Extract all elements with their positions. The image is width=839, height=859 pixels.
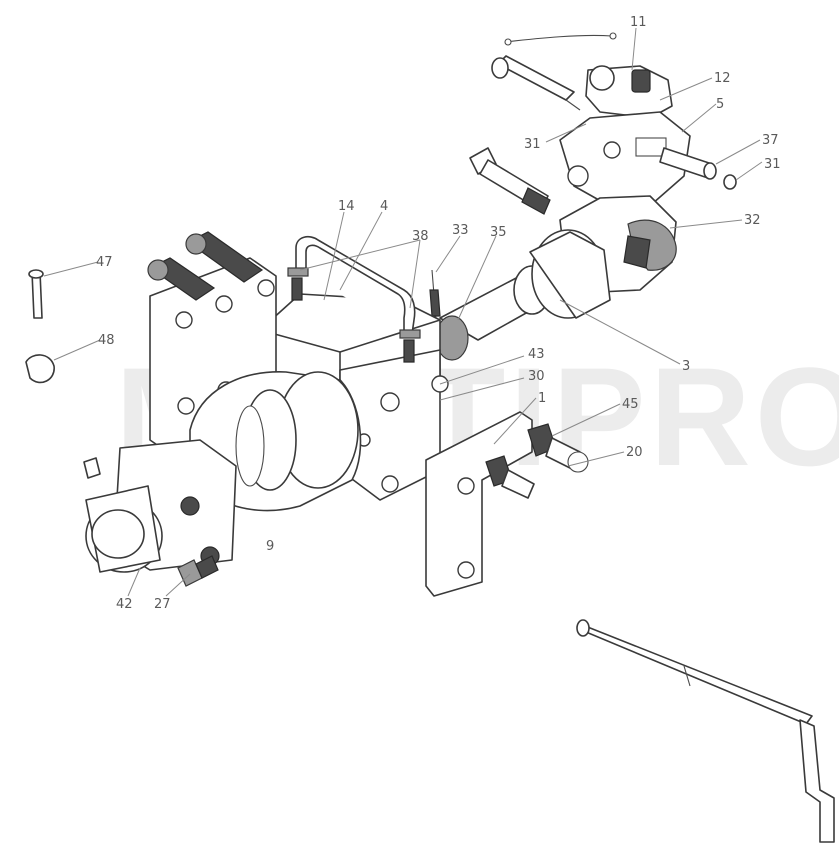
small-nut <box>83 457 101 479</box>
callout-35: 35 <box>490 225 507 240</box>
callout-1: 1 <box>538 391 546 406</box>
cable-pin-part <box>504 32 617 46</box>
plate-bolts <box>147 231 264 301</box>
callout-31-a: 31 <box>524 137 541 152</box>
callout-9: 9 <box>266 539 274 554</box>
bolt-45 <box>527 423 589 473</box>
pin-33 <box>429 269 441 321</box>
clip-48 <box>25 354 55 384</box>
u-bolt-38 <box>287 235 421 363</box>
end-cap-42 <box>85 439 237 573</box>
hitch-lever-part <box>491 55 581 111</box>
hitch-jaw-upper <box>585 65 673 119</box>
callout-12: 12 <box>714 71 731 86</box>
callout-labels: 11 12 5 37 31 31 32 14 4 38 33 35 47 48 … <box>96 15 781 612</box>
callout-4: 4 <box>380 199 388 214</box>
callout-3: 3 <box>682 359 690 374</box>
callout-38: 38 <box>412 229 429 244</box>
callout-14: 14 <box>338 199 355 214</box>
callout-32: 32 <box>744 213 761 228</box>
callout-31-b: 31 <box>764 157 781 172</box>
callout-42: 42 <box>116 597 133 612</box>
hitch-body <box>559 111 691 205</box>
callout-5: 5 <box>716 97 724 112</box>
callout-45: 45 <box>622 397 639 412</box>
callout-48: 48 <box>98 333 115 348</box>
callout-27: 27 <box>154 597 171 612</box>
long-bolt-31 <box>469 147 551 215</box>
callout-43: 43 <box>528 347 545 362</box>
callout-47: 47 <box>96 255 113 270</box>
bolt-20 <box>485 455 535 499</box>
side-bar-1 <box>425 411 533 597</box>
callout-33: 33 <box>452 223 469 238</box>
spring-pin-47 <box>28 269 44 319</box>
drawbar-shaft-3 <box>439 229 611 341</box>
crank-rod <box>576 619 835 843</box>
callout-11: 11 <box>630 15 647 30</box>
callout-20: 20 <box>626 445 643 460</box>
callout-37: 37 <box>762 133 779 148</box>
leader-lines <box>43 27 763 597</box>
hitch-pin-5 <box>659 147 737 190</box>
callout-30: 30 <box>528 369 545 384</box>
